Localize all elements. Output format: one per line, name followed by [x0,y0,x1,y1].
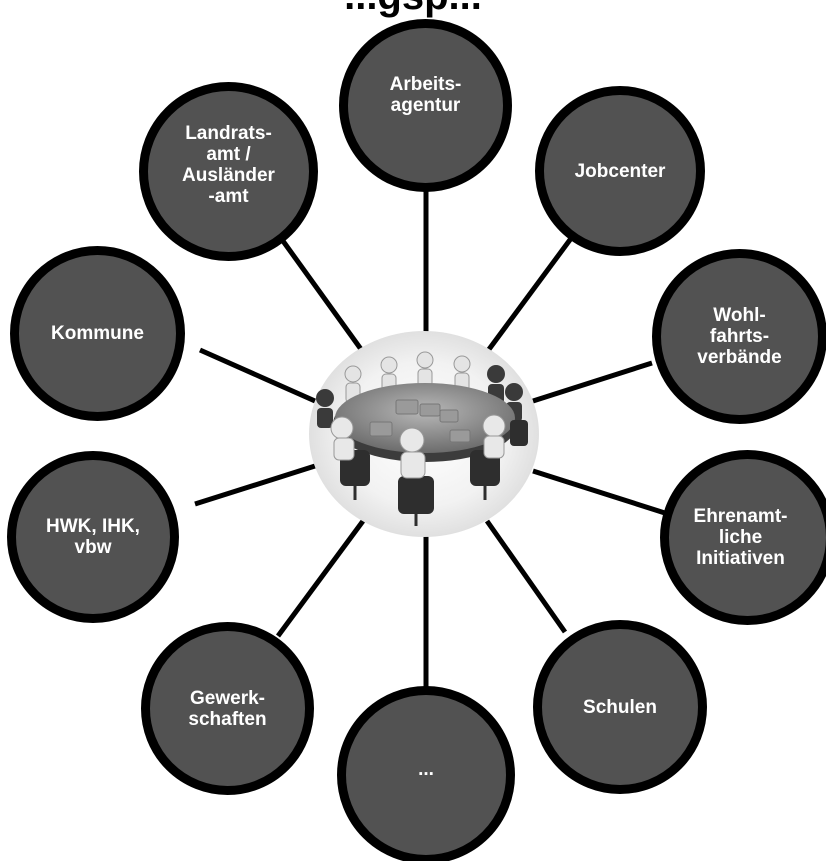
node-label: Gewerk- schaften [188,687,267,730]
round-table-meeting-icon [309,331,539,537]
connector-ehrenamtliche [532,468,669,517]
node-label: Jobcenter [574,160,666,182]
node-label: Schulen [583,696,657,718]
node-label: Ehrenamt- liche Initiativen [693,506,788,569]
node-label: Kommune [51,323,144,344]
node-landratsamt: Landrats- amt / Ausländer -amt [139,82,318,261]
connector-jobcenter [484,231,578,354]
connector-kommune [198,347,317,404]
connector-schulen [484,519,568,634]
node-label: Landrats- amt / Ausländer -amt [182,122,275,207]
connector-lines [194,190,669,690]
node-label: Wohl- fahrts- verbände [697,305,782,368]
connector-hwk [194,463,316,507]
connector-wohlfahrtsverbaende [532,360,653,404]
node-gewerkschaften: Gewerk- schaften [141,622,314,795]
connector-landratsamt [280,239,366,354]
node-kommune: Kommune [10,246,185,421]
node-hwk: HWK, IHK, vbw [7,451,179,623]
node-schulen: Schulen [533,620,707,794]
node-ellipsis: ... [337,686,515,861]
node-jobcenter: Jobcenter [535,86,705,256]
node-label: Arbeits- agentur [389,73,462,116]
node-label: ... [418,758,434,780]
node-label: HWK, IHK, vbw [46,516,140,558]
connector-gewerkschaften [275,519,366,638]
node-arbeitsagentur: Arbeits- agentur [339,19,512,192]
node-wohlfahrtsverbaende: Wohl- fahrts- verbände [652,249,826,424]
node-ehrenamtliche: Ehrenamt- liche Initiativen [660,450,826,625]
cut-off-title: ...gsp... [0,0,826,18]
